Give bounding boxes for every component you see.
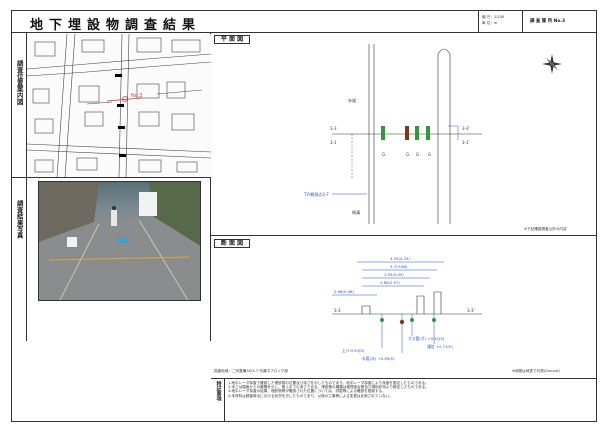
section-left-mark: 3-3 — [334, 308, 341, 313]
svg-text:G: G — [416, 152, 419, 157]
section-footer-right: ※地際は地表で計測(Ground) — [512, 368, 560, 373]
survey-photo — [38, 181, 201, 301]
photo-scene — [39, 182, 200, 300]
location-map-label: 調査位置案内図 — [15, 60, 24, 105]
notes-text: 1.地中レーダ探査で確認した埋設物の位置及び深さを示したものであり、地中レーダ探… — [228, 381, 429, 398]
svg-text:G: G — [428, 152, 431, 157]
dim-1: 4.33(4.33) — [390, 256, 410, 261]
plan-note: ※下記確認調査以外の内容 — [524, 226, 567, 231]
section-footer-left: 探査地域：二河整備3の3-7 河道中ブロック部 — [214, 368, 288, 373]
drawing-sheet — [11, 10, 597, 422]
left-divider — [11, 177, 211, 178]
depth-4: 通信 +0.71(S) — [427, 344, 453, 349]
plan-title: 平 面 図 — [214, 35, 250, 44]
dim-3: 2.93(3.05) — [384, 272, 404, 277]
location-map: No.3 — [27, 34, 211, 177]
site-box — [522, 10, 597, 33]
dim-5: 0.96(0.96) — [334, 289, 354, 294]
scale-box — [478, 10, 522, 33]
north-arrow-icon — [542, 54, 562, 74]
plan-panel — [211, 33, 597, 236]
site-label: 調 査 箇 所 No.3 — [530, 19, 566, 24]
section-title: 断 面 図 — [214, 239, 250, 248]
title-bar — [11, 10, 597, 33]
tp-label: T.P.観測点3-7 — [303, 191, 329, 197]
photo-label: 調査結果写真 — [15, 200, 24, 239]
section-right-mark: 3-3' — [467, 308, 475, 313]
svg-text:3-3: 3-3 — [330, 126, 337, 131]
depth-2: 水管(水) +0.69(S) — [362, 356, 395, 361]
svg-text:3-1: 3-1 — [330, 140, 337, 145]
label-column — [11, 33, 27, 341]
scale-label: 縮 尺：1/100 — [482, 15, 505, 19]
dim-2: 3.7(3.66) — [390, 264, 408, 269]
notes-label: 特記事項 — [215, 381, 222, 401]
svg-text:3-3': 3-3' — [462, 126, 470, 131]
svg-text:G: G — [406, 152, 409, 157]
depth-1: 土)+0.93(S) — [342, 348, 365, 353]
page-title: 地下埋設物調査結果 — [30, 18, 202, 33]
depth-3: ガス管(ガ) +0.52(S) — [408, 336, 445, 341]
left-column — [11, 33, 211, 341]
svg-text:3-1': 3-1' — [462, 140, 470, 145]
svg-text:側溝: 側溝 — [352, 209, 360, 215]
map-marker-label: No.3 — [131, 93, 142, 99]
section-panel — [211, 236, 597, 379]
notes-label-cell — [211, 379, 225, 422]
plan-drawing: 3-3 3-1 3-3' 3-1' G G G G 歩道 側溝 T.P.観測点3-7… — [303, 44, 567, 231]
svg-text:G: G — [382, 152, 385, 157]
section-drawing: 3-3 3-3' 4.33(4.33) 3.7(3.66) 2.93(3.05)… — [214, 256, 560, 373]
unit-label: 単 位：m — [482, 21, 498, 25]
dim-4: 2.69(2.57) — [380, 280, 400, 285]
svg-text:歩道: 歩道 — [348, 97, 356, 103]
